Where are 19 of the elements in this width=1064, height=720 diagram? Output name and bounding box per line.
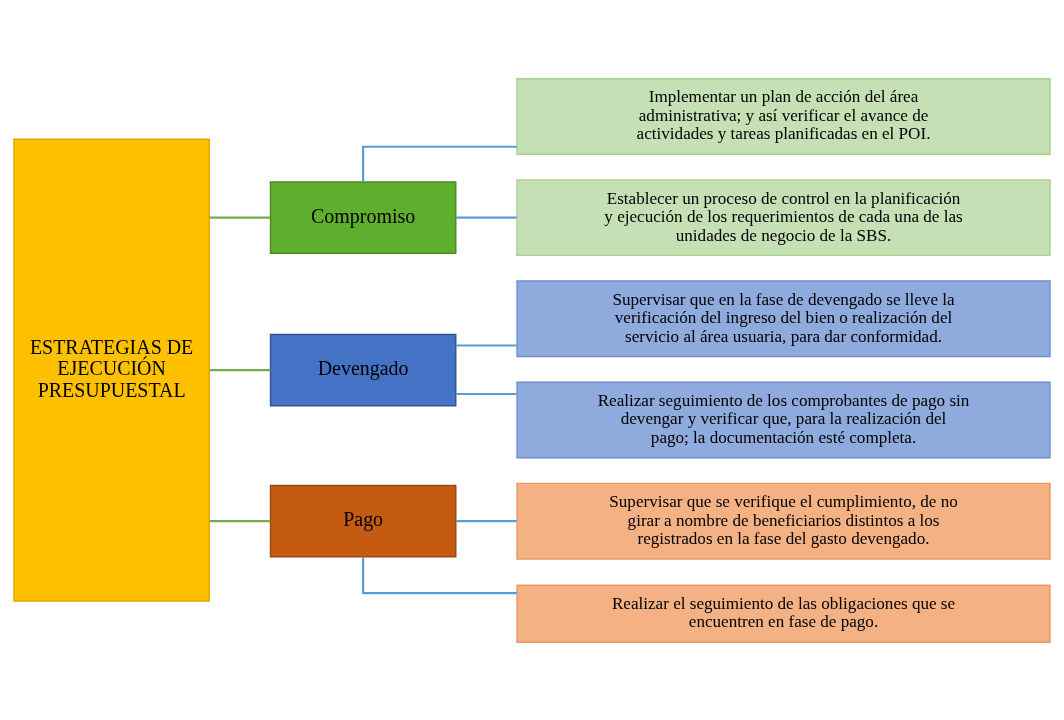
connector bbox=[362, 556, 517, 594]
node-box: Compromiso bbox=[269, 180, 457, 254]
connector bbox=[455, 216, 517, 219]
node-box: ESTRATEGIAS DE EJECUCIÓN PRESUPUESTAL bbox=[13, 138, 210, 602]
node-box: Pago bbox=[269, 484, 457, 557]
connector bbox=[362, 145, 517, 182]
node-box: Establecer un proceso de control en la planificación y ejecución de los requerimientos de cada una de las unidades de negocio de la SBS. bbox=[516, 178, 1051, 256]
connector bbox=[455, 343, 517, 347]
node-box: Supervisar que se verifique el cumplimiento, de no girar a nombre de beneficiarios distintos a los registrados en la fase del gasto devengado. bbox=[516, 482, 1051, 560]
node-box: Realizar el seguimiento de las obligaciones que se encuentren en fase de pago. bbox=[516, 584, 1051, 643]
connector bbox=[209, 216, 271, 219]
node-box: Devengado bbox=[269, 333, 457, 406]
node-box: Supervisar que en la fase de devengado se lleve la verificación del ingreso del bien o realización del servicio al área usuaria, para dar conformidad. bbox=[516, 279, 1051, 357]
connector bbox=[209, 519, 271, 522]
node-box: Realizar seguimiento de los comprobantes de pago sin devengar y verificar que, para la realización del pago; la documentación esté completa. bbox=[516, 381, 1051, 458]
connector bbox=[455, 392, 517, 395]
connector bbox=[209, 368, 271, 371]
connector bbox=[455, 519, 517, 522]
node-box: Implementar un plan de acción del área administrativa; y así verificar el avance de actividades y tareas planificadas en el POI. bbox=[516, 77, 1051, 155]
